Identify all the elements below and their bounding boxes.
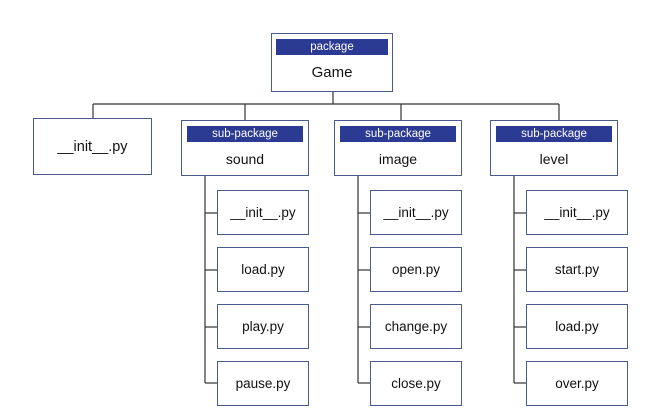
subpackage-level-box: sub-package level (490, 120, 618, 176)
sound-file-pause: pause.py (217, 361, 309, 406)
file-name: load.py (555, 319, 599, 334)
file-name: open.py (391, 262, 441, 277)
root-package-box: package Game (271, 33, 393, 92)
top-init-file-name: __init__.py (57, 138, 128, 155)
package-tag: package (276, 39, 388, 55)
file-name: close.py (391, 376, 441, 391)
subpackage-name: sound (225, 151, 265, 167)
image-file-change: change.py (370, 304, 462, 349)
file-name: __init__.py (230, 205, 296, 220)
subpackage-sound-box: sub-package sound (181, 120, 309, 176)
file-name: load.py (241, 262, 285, 277)
file-name: over.py (555, 376, 599, 391)
sound-file-play: play.py (217, 304, 309, 349)
file-name: pause.py (235, 376, 291, 391)
image-file-close: close.py (370, 361, 462, 406)
package-name: Game (311, 64, 353, 81)
file-name: change.py (384, 319, 448, 334)
subpackage-tag: sub-package (340, 126, 456, 142)
subpackage-name: level (539, 151, 569, 167)
sound-file-init: __init__.py (217, 190, 309, 235)
level-file-load: load.py (526, 304, 628, 349)
image-file-open: open.py (370, 247, 462, 292)
subpackage-tag: sub-package (187, 126, 303, 142)
level-file-over: over.py (526, 361, 628, 406)
level-file-init: __init__.py (526, 190, 628, 235)
file-name: __init__.py (544, 205, 610, 220)
top-init-file-box: __init__.py (33, 118, 152, 175)
file-name: play.py (242, 319, 284, 334)
subpackage-tag: sub-package (496, 126, 612, 142)
image-file-init: __init__.py (370, 190, 462, 235)
subpackage-image-box: sub-package image (334, 120, 462, 176)
subpackage-name: image (378, 151, 418, 167)
sound-file-load: load.py (217, 247, 309, 292)
level-file-start: start.py (526, 247, 628, 292)
file-name: __init__.py (383, 205, 449, 220)
file-name: start.py (554, 262, 600, 277)
